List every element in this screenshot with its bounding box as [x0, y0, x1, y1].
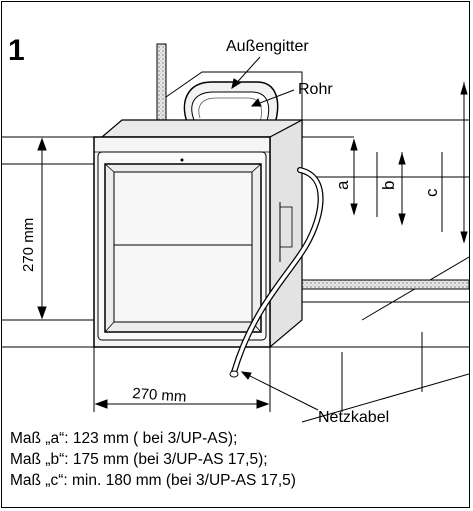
installation-diagram: 1 [2, 34, 469, 426]
abc-dimensions [302, 82, 468, 244]
note-a: Maß „a“: 123 mm ( bei 3/UP-AS); [10, 430, 238, 447]
height-label: 270 mm [20, 218, 37, 272]
width-label: 270 mm [132, 385, 187, 406]
leader-lines [231, 56, 319, 411]
pipe [183, 81, 279, 128]
width-dimension [93, 347, 271, 412]
note-b: Maß „b“: 175 mm (bei 3/UP-AS 17,5); [10, 451, 268, 468]
pipe-label: Rohr [298, 81, 333, 98]
note-c: Maß „c“: min. 180 mm (bei 3/UP-AS 17,5) [10, 472, 296, 489]
grille-label: Außengitter [226, 38, 309, 55]
dimension-notes: Maß „a“: 123 mm ( bei 3/UP-AS); Maß „b“:… [10, 428, 465, 491]
figure-number: 1 [8, 34, 25, 67]
dimension-b-label: b [379, 181, 398, 190]
cable-label: Netzkabel [318, 409, 389, 426]
power-cable [229, 167, 324, 378]
dimension-c-label: c [422, 188, 441, 197]
dimension-a-label: a [333, 180, 352, 190]
height-dimension [32, 136, 94, 321]
front-panel [104, 158, 262, 333]
